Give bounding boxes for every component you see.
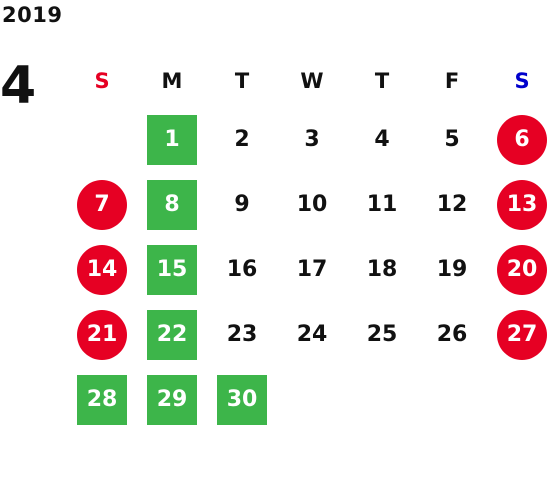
calendar-day[interactable]: 18 xyxy=(366,257,398,282)
calendar-day[interactable]: 26 xyxy=(436,322,468,347)
day-cell: 21 xyxy=(67,302,137,367)
day-cell: 1 xyxy=(137,107,207,172)
day-cell xyxy=(417,367,487,432)
weekday-header: S xyxy=(514,69,530,93)
highlighted-day[interactable]: 28 xyxy=(77,374,127,425)
highlighted-day[interactable]: 22 xyxy=(147,309,197,360)
day-cell: 3 xyxy=(277,107,347,172)
calendar-day[interactable]: 16 xyxy=(226,257,258,282)
holiday-day[interactable]: 14 xyxy=(77,244,127,295)
day-cell: 26 xyxy=(417,302,487,367)
calendar-day[interactable]: 24 xyxy=(296,322,328,347)
day-cell: 11 xyxy=(347,172,417,237)
day-cell: 24 xyxy=(277,302,347,367)
highlighted-day[interactable]: 29 xyxy=(147,374,197,425)
highlighted-day[interactable]: 1 xyxy=(147,114,197,165)
day-cell: 6 xyxy=(487,107,548,172)
day-cell: 30 xyxy=(207,367,277,432)
calendar-day[interactable]: 23 xyxy=(226,322,258,347)
holiday-day[interactable]: 13 xyxy=(497,179,547,230)
day-cell: 23 xyxy=(207,302,277,367)
calendar-day[interactable]: 4 xyxy=(374,127,390,152)
weekday-header: S xyxy=(94,69,110,93)
year-label: 2019 xyxy=(2,3,63,27)
day-cell xyxy=(67,107,137,172)
weekday-header: W xyxy=(300,69,324,93)
day-cell: 27 xyxy=(487,302,548,367)
weekday-header: F xyxy=(444,69,460,93)
calendar-day[interactable]: 17 xyxy=(296,257,328,282)
day-cell: 18 xyxy=(347,237,417,302)
highlighted-day[interactable]: 15 xyxy=(147,244,197,295)
calendar-day[interactable]: 19 xyxy=(436,257,468,282)
day-cell: 12 xyxy=(417,172,487,237)
day-cell: 22 xyxy=(137,302,207,367)
holiday-day[interactable]: 7 xyxy=(77,179,127,230)
day-cell: 29 xyxy=(137,367,207,432)
holiday-day[interactable]: 6 xyxy=(497,114,547,165)
day-cell xyxy=(487,367,548,432)
calendar-day[interactable]: 10 xyxy=(296,192,328,217)
day-cell: 8 xyxy=(137,172,207,237)
holiday-day[interactable]: 27 xyxy=(497,309,547,360)
highlighted-day[interactable]: 30 xyxy=(217,374,267,425)
calendar-day[interactable]: 3 xyxy=(304,127,320,152)
holiday-day[interactable]: 21 xyxy=(77,309,127,360)
weekday-header: T xyxy=(234,69,250,93)
calendar-day[interactable]: 25 xyxy=(366,322,398,347)
day-cell: 15 xyxy=(137,237,207,302)
weekday-header: M xyxy=(161,69,183,93)
day-cell: 25 xyxy=(347,302,417,367)
day-cell: 2 xyxy=(207,107,277,172)
month-number: 4 xyxy=(0,56,37,116)
calendar-day[interactable]: 11 xyxy=(366,192,398,217)
day-cell: 17 xyxy=(277,237,347,302)
day-cell: 20 xyxy=(487,237,548,302)
day-cell: 16 xyxy=(207,237,277,302)
calendar-day[interactable]: 9 xyxy=(234,192,250,217)
day-cell: 28 xyxy=(67,367,137,432)
calendar-day[interactable]: 12 xyxy=(436,192,468,217)
day-cell: 10 xyxy=(277,172,347,237)
day-cell: 13 xyxy=(487,172,548,237)
weekday-header: T xyxy=(374,69,390,93)
calendar-day[interactable]: 5 xyxy=(444,127,460,152)
calendar-day[interactable]: 2 xyxy=(234,127,250,152)
day-cell xyxy=(277,367,347,432)
day-cell: 14 xyxy=(67,237,137,302)
day-cell: 7 xyxy=(67,172,137,237)
day-cell: 19 xyxy=(417,237,487,302)
day-cell: 5 xyxy=(417,107,487,172)
day-cell: 4 xyxy=(347,107,417,172)
holiday-day[interactable]: 20 xyxy=(497,244,547,295)
highlighted-day[interactable]: 8 xyxy=(147,179,197,230)
day-cell xyxy=(347,367,417,432)
day-cell: 9 xyxy=(207,172,277,237)
